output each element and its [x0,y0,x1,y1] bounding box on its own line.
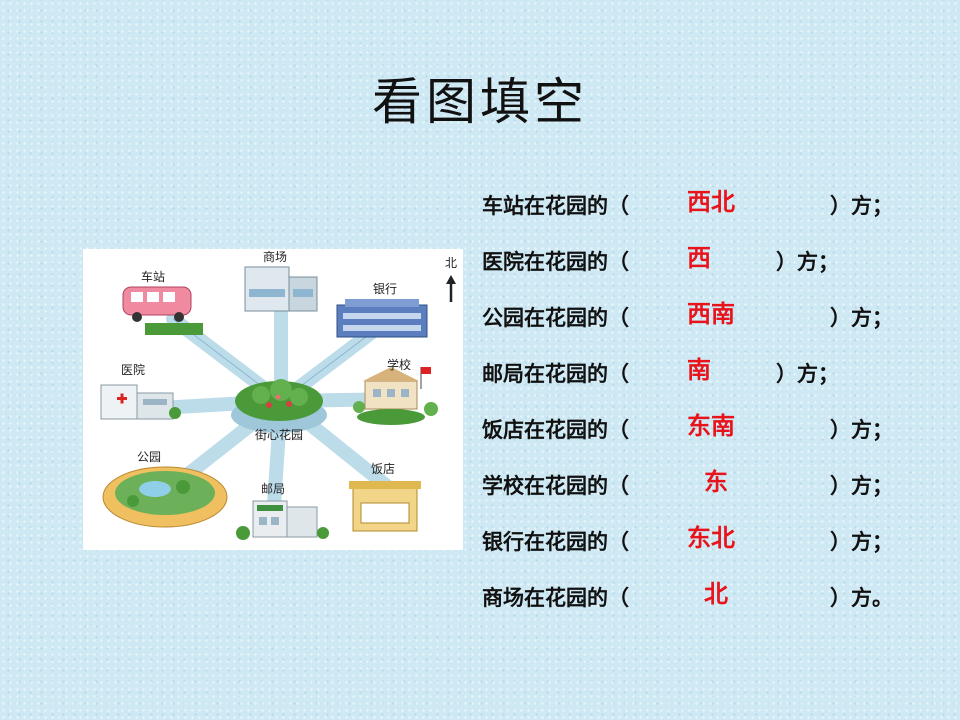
restaurant-icon [349,481,421,532]
answer: 北 [704,579,728,608]
post-label: 邮局 [261,482,285,496]
answer: 西南 [687,299,735,328]
station-label: 车站 [141,269,165,284]
question-prefix: 饭店在花园的（ [482,417,629,442]
question-suffix: ）方； [830,193,893,218]
question-prefix: 银行在花园的（ [482,529,629,554]
answer: 东北 [687,523,735,552]
school-label: 学校 [387,357,411,372]
question-suffix: ）方； [830,417,893,442]
bank-label: 银行 [373,282,397,296]
hospital-label: 医院 [121,363,145,377]
answer: 西北 [687,187,735,216]
question-prefix: 医院在花园的（ [482,249,629,274]
page-title: 看图填空 [372,73,588,131]
question-prefix: 商场在花园的（ [482,585,629,610]
school-icon [353,367,438,425]
question-prefix: 学校在花园的（ [482,473,629,498]
question-suffix: ）方； [776,361,839,386]
north-label: 北 [445,256,457,270]
answer: 南 [687,355,711,384]
answer: 东 [704,467,728,496]
garden-map: 街心花园 北 车站 商场 [83,249,463,550]
map-illustration: 街心花园 北 车站 商场 [100,249,457,540]
park-label: 公园 [137,450,161,464]
question-suffix: ）方； [830,305,893,330]
question-suffix: ）方； [776,249,839,274]
mall-icon [244,266,318,312]
answer: 东南 [687,411,735,440]
answer: 西 [687,243,711,272]
bus-station-icon [122,286,203,335]
restaurant-label: 饭店 [371,462,395,476]
question-prefix: 公园在花园的（ [482,305,629,330]
question-prefix: 车站在花园的（ [482,193,629,218]
hospital-icon [100,384,181,420]
question-suffix: ）方； [830,473,893,498]
center-label: 街心花园 [255,427,303,442]
park-icon [102,466,228,528]
question-suffix: ）方。 [830,585,893,610]
question-suffix: ）方； [830,529,893,554]
north-arrow-icon [446,275,456,302]
post-office-icon [236,500,329,540]
mall-label: 商场 [263,249,287,264]
central-garden [231,379,327,433]
bank-icon [336,299,428,338]
question-prefix: 邮局在花园的（ [482,361,629,386]
